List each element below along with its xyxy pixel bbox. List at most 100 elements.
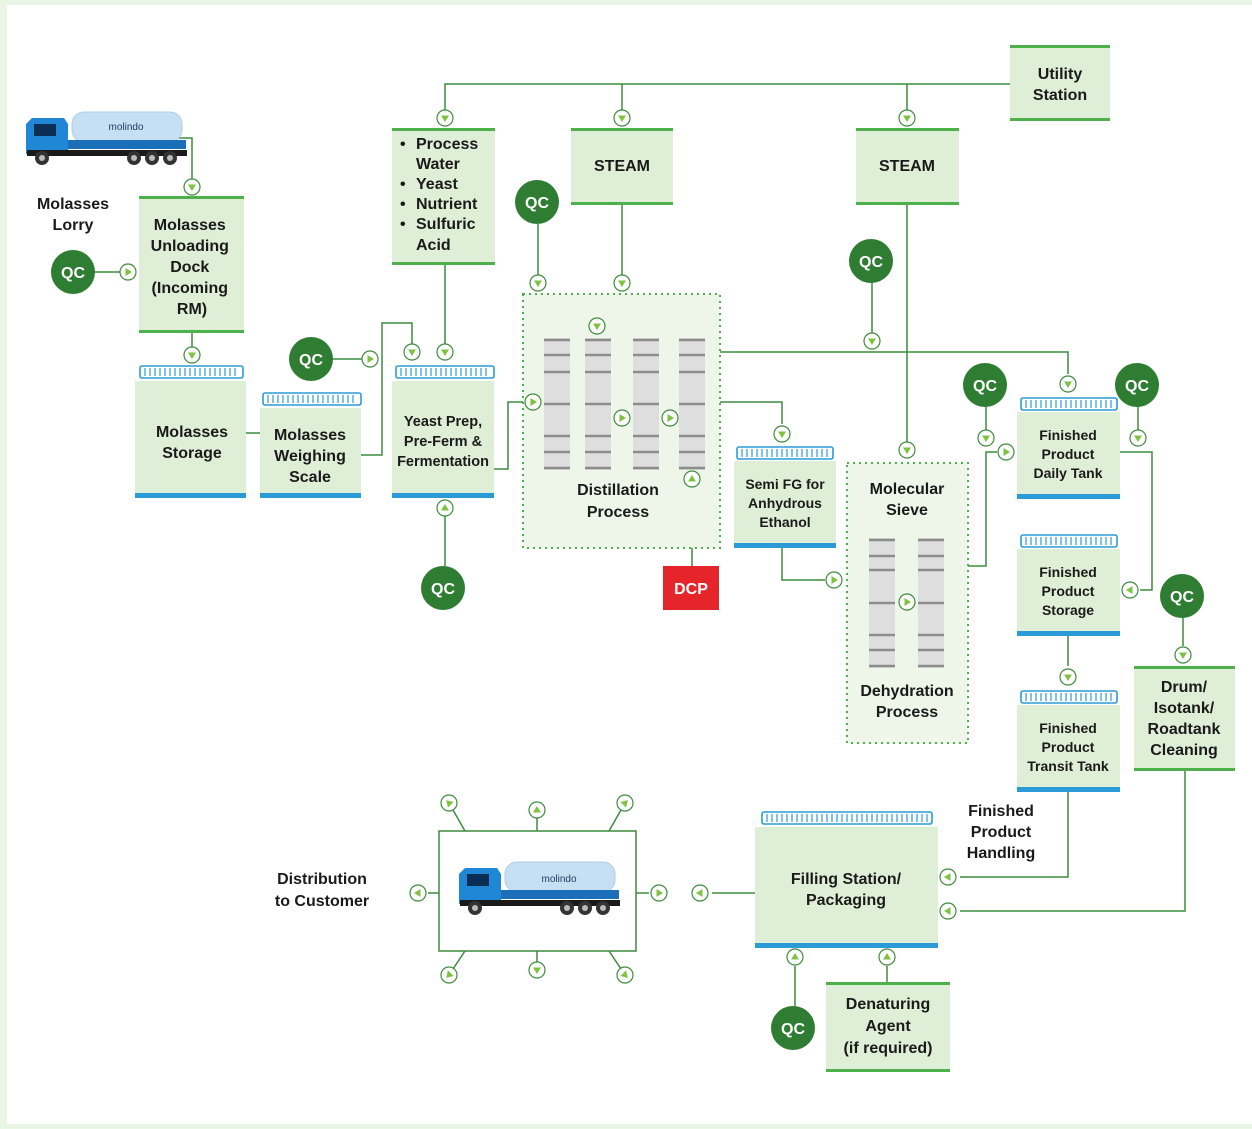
weighing-scale-box [260, 408, 361, 498]
filling-station-box [755, 827, 938, 948]
flow-arrow-icon [1121, 581, 1139, 599]
svg-text:QC: QC [859, 254, 883, 271]
truck-lorry: molindo [26, 111, 187, 165]
svg-text:DCP: DCP [674, 581, 708, 598]
flow-arrow-icon [898, 593, 916, 611]
flow-arrow-icon [661, 409, 679, 427]
tank-lid [395, 365, 495, 379]
flow-arrow-icon [616, 794, 634, 812]
column [679, 338, 705, 470]
flow-arrow-icon [440, 794, 458, 812]
qc-badge: QC [1160, 574, 1204, 618]
flow-arrow-icon [863, 332, 881, 350]
yeast-label: Yeast Prep,Pre-Ferm &Fermentation [397, 414, 489, 470]
flow-arrow-icon [119, 263, 137, 281]
svg-text:QC: QC [973, 378, 997, 395]
flow-arrow-icon [440, 966, 458, 984]
filling-label: Filling Station/Packaging [791, 871, 902, 909]
tank-lid [1020, 690, 1118, 704]
semi-fg-box [734, 461, 836, 548]
truck-icon [459, 861, 620, 915]
truck-brand: molindo [541, 874, 576, 885]
qc-badge: QC [771, 1006, 815, 1050]
drum-cleaning-box [1134, 666, 1235, 771]
tank-lids [139, 365, 1118, 825]
denaturing-box [826, 982, 950, 1072]
qc-badge: QC [289, 337, 333, 381]
tank-lid [262, 392, 362, 406]
molasses-storage-box [135, 381, 246, 498]
flow-arrow-icon [825, 571, 843, 589]
qc-badge: QC [849, 239, 893, 283]
inputs-label: •Process Water •Yeast •Nutrient •Sulfuri… [400, 136, 483, 254]
column [585, 338, 611, 470]
steam-box-right [856, 128, 959, 205]
svg-text:QC: QC [1125, 378, 1149, 395]
column [633, 338, 659, 470]
unloading-dock-box [139, 196, 244, 333]
qc-badges: QC QC QC QC QC QC QC QC QC DCP [51, 180, 1204, 1050]
svg-text:QC: QC [431, 581, 455, 598]
qc-badge: QC [1115, 363, 1159, 407]
column [918, 538, 944, 668]
flow-arrow-icon [361, 350, 379, 368]
svg-text:QC: QC [1170, 589, 1194, 606]
tank-lid [1020, 397, 1118, 411]
flow-arrow-icon [898, 109, 916, 127]
svg-text:QC: QC [61, 265, 85, 282]
tank-lid [1020, 534, 1118, 548]
flow-arrow-icon [1059, 668, 1077, 686]
flow-arrow-icon [403, 343, 421, 361]
connector-lines [95, 83, 1186, 1006]
utility-station-box [1010, 45, 1110, 121]
flow-arrow-icon [183, 178, 201, 196]
flow-arrow-icon [529, 274, 547, 292]
flow-arrow-icon [613, 274, 631, 292]
flow-arrow-icon [528, 801, 546, 819]
fermentation-box [392, 381, 494, 498]
flow-arrow-icon [524, 393, 542, 411]
process-boxes [135, 45, 1235, 1072]
svg-text:QC: QC [781, 1021, 805, 1038]
process-flow-diagram: molindo molindo QC QC QC QC QC QC QC QC … [26, 45, 1235, 1072]
flow-arrow-icon [588, 317, 606, 335]
flow-arrow-icon [878, 948, 896, 966]
steam-label-left: STEAM [594, 158, 650, 175]
flow-arrow-icon [436, 109, 454, 127]
qc-badge: QC [963, 363, 1007, 407]
flow-arrow-icon [683, 470, 701, 488]
flow-arrow-icon [613, 109, 631, 127]
column [869, 538, 895, 668]
process-columns [544, 338, 944, 668]
flow-arrow-icon [436, 343, 454, 361]
inputs-box [392, 128, 495, 265]
flow-arrow-icon [1059, 375, 1077, 393]
flow-arrow-icon [691, 884, 709, 902]
flow-arrow-icon [650, 884, 668, 902]
fp-storage-box [1017, 549, 1120, 636]
tank-lid [761, 811, 933, 825]
flow-arrow-icon [786, 948, 804, 966]
truck-distribution: molindo [459, 861, 620, 915]
daily-tank-box [1017, 412, 1120, 499]
flow-arrow-icon [616, 966, 634, 984]
tank-lid [139, 365, 244, 379]
flow-arrow-icon [436, 499, 454, 517]
flow-arrow-icon [939, 902, 957, 920]
column [544, 338, 570, 470]
flow-arrow-icon [997, 443, 1015, 461]
flow-arrow-icon [1129, 429, 1147, 447]
diagram-canvas: molindo molindo QC QC QC QC QC QC QC QC … [7, 5, 1252, 1124]
flow-arrow-icon [528, 961, 546, 979]
